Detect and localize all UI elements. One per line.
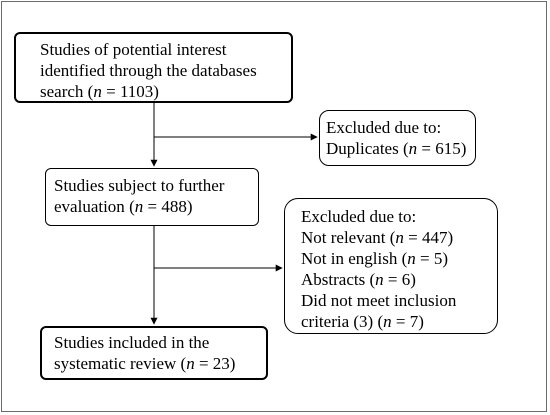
identified-line-3: search (n = 1103): [40, 82, 159, 101]
identified-line-2: identified through the databases: [40, 61, 257, 80]
excluded-reasons-line-2: Not relevant (n = 447): [301, 228, 454, 247]
excluded-duplicates-box: Excluded due to: Duplicates (n = 615): [319, 110, 476, 166]
excluded-reasons-line-5: Did not meet inclusion: [301, 291, 457, 310]
excluded-reasons-line-4: Abstracts (n = 6): [301, 270, 416, 289]
excluded-duplicates-line-1: Excluded due to:: [326, 118, 442, 137]
identified-studies-box: Studies of potential interest identified…: [14, 32, 293, 103]
excluded-reasons-line-1: Excluded due to:: [301, 207, 417, 226]
included-line-1: Studies included in the: [54, 333, 210, 352]
evaluation-line-1: Studies subject to further: [54, 176, 225, 195]
excluded-duplicates-line-2: Duplicates (n = 615): [326, 139, 467, 158]
evaluation-box: Studies subject to further evaluation (n…: [45, 168, 259, 226]
included-line-2: systematic review (n = 23): [54, 354, 236, 373]
excluded-reasons-line-3: Not in english (n = 5): [301, 249, 449, 268]
included-studies-box: Studies included in the systematic revie…: [40, 326, 268, 380]
identified-line-1: Studies of potential interest: [40, 40, 227, 59]
evaluation-line-2: evaluation (n = 488): [54, 197, 193, 216]
excluded-reasons-box: Excluded due to: Not relevant (n = 447) …: [284, 198, 498, 334]
excluded-reasons-line-6: criteria (3) (n = 7): [301, 312, 424, 331]
